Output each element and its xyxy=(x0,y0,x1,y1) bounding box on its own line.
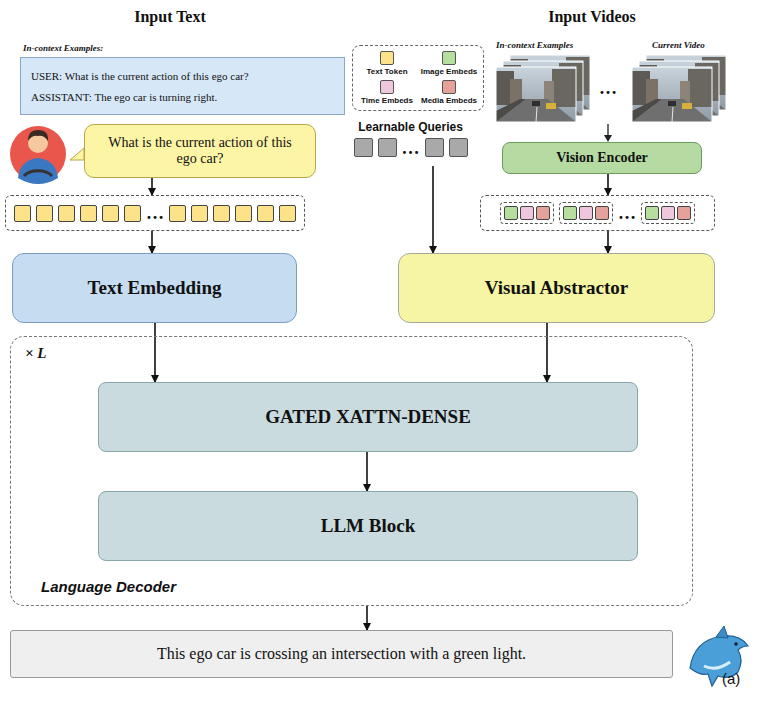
flow-arrow xyxy=(366,452,368,491)
flow-arrow xyxy=(607,231,609,253)
embed-token xyxy=(677,206,691,220)
dialog-line: ASSISTANT: The ego car is turning right. xyxy=(31,91,217,103)
text-token xyxy=(191,205,208,222)
flow-arrow xyxy=(366,606,368,630)
embed-group xyxy=(641,202,695,224)
query-token xyxy=(449,138,468,157)
legend-text: Text Token xyxy=(366,67,407,76)
text-token xyxy=(36,205,53,222)
ellipsis: … xyxy=(402,139,420,157)
flow-arrow xyxy=(432,166,434,253)
video-caption: Current Video xyxy=(652,40,705,50)
embed-token xyxy=(536,206,550,220)
embed-token xyxy=(520,206,534,220)
embed-row: … xyxy=(480,195,715,231)
legend-text: Media Embeds xyxy=(421,96,477,105)
text-token xyxy=(213,205,230,222)
repeat-count: × L xyxy=(25,345,46,362)
flow-arrow xyxy=(154,323,156,382)
text-token xyxy=(169,205,186,222)
section-title: Input Text xyxy=(134,8,206,26)
region-title: Language Decoder xyxy=(41,578,176,595)
legend-swatch xyxy=(380,51,394,65)
legend-item: Media Embeds xyxy=(421,80,477,105)
embed-group xyxy=(500,202,554,224)
embed-token xyxy=(661,206,675,220)
embed-token xyxy=(645,206,659,220)
text-token xyxy=(235,205,252,222)
text-token xyxy=(102,205,119,222)
text-token xyxy=(279,205,296,222)
text-token xyxy=(124,205,141,222)
embed-token xyxy=(563,206,577,220)
text-token xyxy=(58,205,75,222)
legend-text: Image Embeds xyxy=(421,67,477,76)
token-strip: … xyxy=(14,204,296,222)
process-box: LLM Block xyxy=(98,491,638,561)
video-frames xyxy=(496,55,726,122)
legend-box: Text Token Image EmbedsTime Embeds Media E… xyxy=(352,45,484,111)
node-label: LLM Block xyxy=(321,515,415,537)
text-token xyxy=(257,205,274,222)
bubble-tail xyxy=(70,148,84,160)
dolphin-icon xyxy=(690,626,748,686)
node-label: Vision Encoder xyxy=(556,150,648,166)
speech-bubble: What is the current action of this ego c… xyxy=(84,124,316,178)
ellipsis: … xyxy=(599,78,617,99)
dialog-line: USER: What is the current action of this… xyxy=(31,70,249,82)
process-box: GATED XATTN-DENSE xyxy=(98,382,638,452)
vision-encoder: Vision Encoder xyxy=(502,142,702,174)
legend-item: Image Embeds xyxy=(421,51,477,76)
section-title: Input Videos xyxy=(548,8,636,26)
output-box: This ego car is crossing an intersection… xyxy=(10,630,673,678)
driver-icon xyxy=(10,126,66,184)
flow-arrow xyxy=(151,178,153,195)
token-strip: … xyxy=(500,202,695,224)
query-token xyxy=(425,138,444,157)
example-box: In-context Examples:USER: What is the cu… xyxy=(20,57,345,115)
flow-arrow xyxy=(546,323,548,382)
embed-group xyxy=(559,202,613,224)
legend-item: Time Embeds xyxy=(361,80,413,105)
queries-heading: Learnable Queries xyxy=(358,120,463,134)
query-token xyxy=(354,138,373,157)
legend-item: Text Token xyxy=(366,51,407,76)
node-label: GATED XATTN-DENSE xyxy=(265,406,471,428)
ellipsis: … xyxy=(146,204,164,222)
text-token xyxy=(14,205,31,222)
legend-text: Time Embeds xyxy=(361,96,413,105)
text-token xyxy=(80,205,97,222)
query-token xyxy=(378,138,397,157)
video-feed-arrowhead xyxy=(604,135,612,142)
embed-token xyxy=(579,206,593,220)
node-label: This ego car is crossing an intersection… xyxy=(157,645,526,663)
node-label: Visual Abstractor xyxy=(485,277,628,299)
embed-token xyxy=(595,206,609,220)
legend-swatch xyxy=(442,51,456,65)
token-row: … xyxy=(5,195,305,231)
decoder-region: × L Language Decoder GATED XATTN-DENSE LLM … xyxy=(10,336,693,606)
node-label: What is the current action of this ego c… xyxy=(97,135,303,167)
node-label: Text Embedding xyxy=(88,277,222,299)
example-heading: In-context Examples: xyxy=(23,43,103,53)
legend-swatch xyxy=(380,80,394,94)
learnable-queries: Learnable Queries … xyxy=(343,120,478,166)
text-embedding: Text Embedding xyxy=(12,253,297,323)
flow-arrow xyxy=(151,231,153,253)
ellipsis: … xyxy=(618,204,636,222)
visual-abstractor: Visual Abstractor xyxy=(398,253,715,323)
legend-swatch xyxy=(442,80,456,94)
figure-tag: (a) xyxy=(722,670,740,687)
video-caption: In-context Examples xyxy=(496,40,573,50)
flow-arrow xyxy=(607,174,609,195)
token-strip: … xyxy=(354,138,468,157)
embed-token xyxy=(504,206,518,220)
video-feed-line xyxy=(607,124,608,136)
